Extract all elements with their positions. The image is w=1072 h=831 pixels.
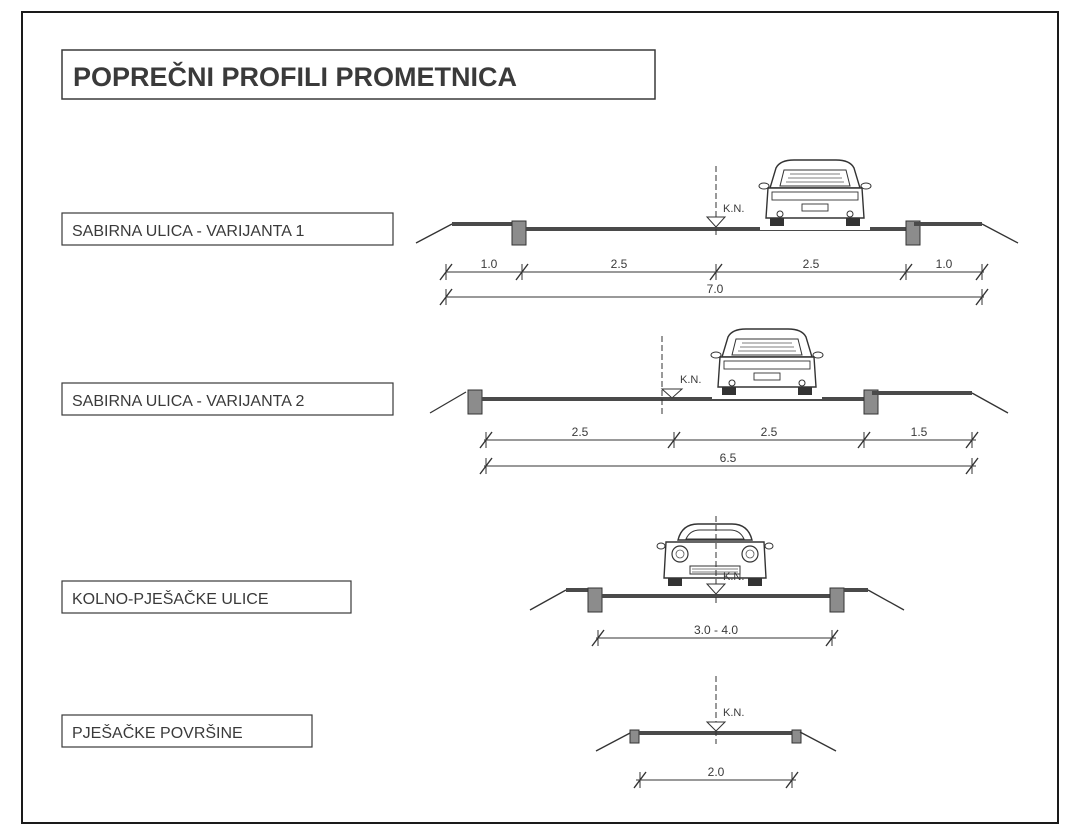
profile-label: KOLNO-PJEŠAČKE ULICE: [72, 589, 269, 608]
profile-label: SABIRNA ULICA - VARIJANTA 1: [72, 223, 304, 240]
dim-segment: 1.5: [911, 425, 928, 439]
page-title: POPREČNI PROFILI PROMETNICA: [73, 61, 517, 92]
curb-right: [905, 220, 921, 246]
level-triangle: [705, 721, 727, 732]
road-section: [415, 159, 1019, 246]
road-section: [529, 521, 905, 613]
sheet-frame: [21, 11, 1059, 824]
profile-kolno-pjesacke: KOLNO-PJEŠAČKE ULICE K.N. 3.0 - 4.0: [61, 516, 905, 647]
dim-segment: 2.5: [572, 425, 589, 439]
edge-left: [629, 729, 640, 744]
dim-segment: 3.0 - 4.0: [694, 623, 738, 637]
dim-total: 7.0: [707, 282, 724, 296]
dim-segment: 1.0: [481, 257, 498, 271]
road-section: [429, 328, 1009, 415]
dim-segment: 2.5: [761, 425, 778, 439]
level-mark: K.N.: [723, 203, 744, 215]
dimension-lines: 2.5 2.5 1.5 6.5: [479, 425, 979, 475]
dimension-lines: 1.0 2.5 2.5 1.0 7.0: [439, 257, 989, 306]
curb-left: [511, 220, 527, 246]
curb-left: [587, 587, 603, 613]
dimension-lines: 2.0: [633, 765, 799, 789]
axis-marker: K.N.: [660, 336, 701, 416]
title-block: POPREČNI PROFILI PROMETNICA: [61, 49, 656, 100]
level-triangle: [705, 216, 727, 228]
level-mark: K.N.: [680, 374, 701, 386]
dimension-lines: 3.0 - 4.0: [591, 623, 839, 647]
dim-segment: 2.5: [611, 257, 628, 271]
axis-marker: K.N.: [705, 676, 744, 744]
dim-segment: 2.5: [803, 257, 820, 271]
profile-sabirna-1: SABIRNA ULICA - VARIJANTA 1 K.N.: [61, 159, 1019, 306]
profile-label: SABIRNA ULICA - VARIJANTA 2: [72, 393, 304, 410]
profile-sabirna-2: SABIRNA ULICA - VARIJANTA 2 K.N. 2: [61, 328, 1009, 475]
profile-pjesacke-povrsine: PJEŠAČKE POVRŠINE K.N. 2.0: [61, 676, 837, 789]
level-mark: K.N.: [723, 707, 744, 719]
level-mark: K.N.: [723, 571, 744, 583]
level-triangle: [660, 388, 684, 399]
axis-marker: K.N.: [705, 166, 744, 238]
dim-total: 6.5: [720, 451, 737, 465]
curb-right: [829, 587, 845, 613]
profile-label: PJEŠAČKE POVRŠINE: [72, 723, 243, 742]
axis-marker: K.N.: [705, 516, 744, 604]
dim-segment: 2.0: [708, 765, 725, 779]
curb-left: [467, 389, 483, 415]
curb-right: [863, 389, 879, 415]
dim-segment: 1.0: [936, 257, 953, 271]
level-triangle: [705, 583, 727, 595]
edge-right: [791, 729, 802, 744]
